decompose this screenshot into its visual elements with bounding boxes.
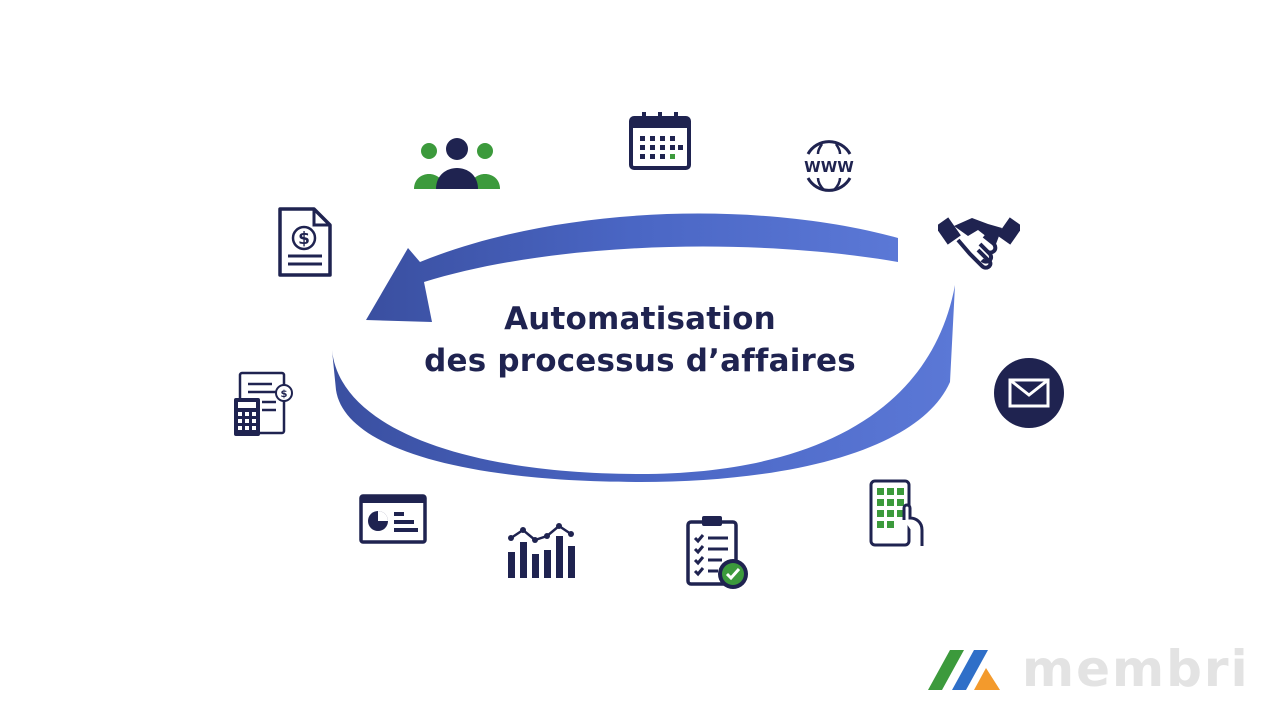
svg-text:$: $ bbox=[281, 389, 288, 400]
membri-logo: membri bbox=[928, 640, 1248, 698]
www-globe-icon: WWW bbox=[804, 140, 854, 192]
envelope-icon bbox=[994, 358, 1064, 428]
diagram-title: Automatisation des processus d’affaires bbox=[390, 298, 890, 382]
handshake-icon bbox=[938, 217, 1020, 270]
membri-logo-word: membri bbox=[1022, 640, 1250, 698]
title-line-2: des processus d’affaires bbox=[424, 343, 856, 379]
svg-text:$: $ bbox=[298, 229, 310, 249]
checklist-clipboard-icon bbox=[686, 516, 748, 589]
svg-text:WWW: WWW bbox=[804, 158, 854, 176]
group-people-icon bbox=[414, 138, 500, 189]
tablet-keypad-icon bbox=[869, 479, 924, 547]
title-line-1: Automatisation bbox=[504, 301, 776, 337]
membri-logo-mark bbox=[928, 650, 1000, 690]
dashboard-card-icon bbox=[359, 494, 427, 544]
calendar-icon bbox=[629, 112, 691, 170]
dollar-document-icon: $ bbox=[278, 207, 332, 277]
bar-line-chart-icon bbox=[508, 523, 575, 578]
calculator-invoice-icon: $ bbox=[234, 371, 293, 436]
